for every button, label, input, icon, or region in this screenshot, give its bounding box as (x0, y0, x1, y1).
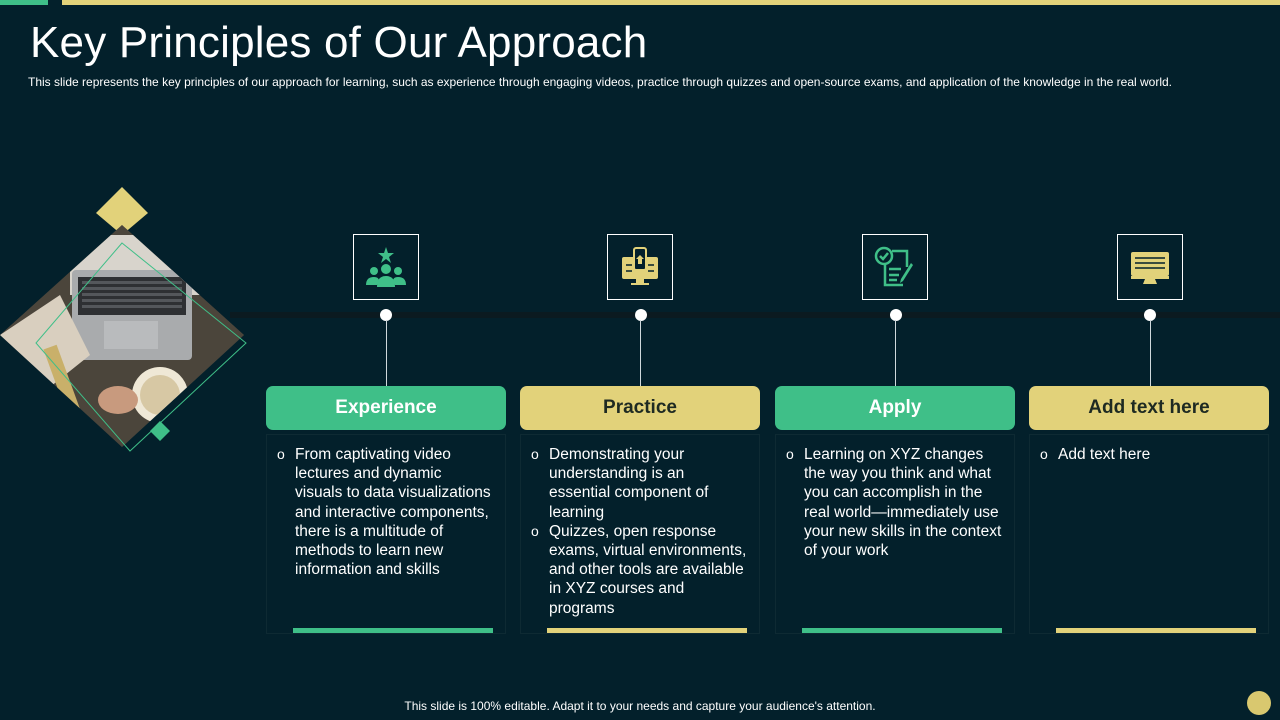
icon-box-apply (862, 234, 928, 300)
icon-box-experience (353, 234, 419, 300)
online-learning-icon (622, 247, 658, 285)
checklist-icon (874, 246, 913, 287)
top-accent-yellow (62, 0, 1280, 5)
icon-box-add-text (1117, 234, 1183, 300)
card-accent-bar (1056, 628, 1256, 633)
bullet-text: Add text here (1058, 446, 1151, 463)
timeline-dot (1144, 309, 1156, 321)
bullet-text: Demonstrating your understanding is an e… (549, 446, 709, 521)
timeline-dot (380, 309, 392, 321)
footer-note: This slide is 100% editable. Adapt it to… (404, 699, 876, 713)
bottom-diamond-accent (150, 421, 170, 441)
card-accent-bar (293, 628, 493, 633)
timeline-dot (890, 309, 902, 321)
timeline-bar (230, 312, 1280, 318)
card-accent-bar (802, 628, 1002, 633)
timeline-dot (635, 309, 647, 321)
card-accent-bar (547, 628, 747, 633)
icon-box-practice (607, 234, 673, 300)
page-title: Key Principles of Our Approach (30, 18, 648, 67)
bullet-text: Learning on XYZ changes the way you thin… (804, 446, 1002, 560)
column-header-apply: Apply (775, 386, 1015, 430)
column-header-practice: Practice (520, 386, 760, 430)
team-icon (366, 247, 406, 287)
bullet-text: Quizzes, open response exams, virtual en… (549, 522, 747, 617)
connector-line (386, 320, 387, 386)
connector-line (1150, 320, 1151, 386)
top-accent-green (0, 0, 48, 5)
column-header-experience: Experience (266, 386, 506, 430)
connector-line (895, 320, 896, 386)
column-header-add-text: Add text here (1029, 386, 1269, 430)
laptop-photo-diamond (0, 187, 247, 452)
connector-line (640, 320, 641, 386)
corner-circle-decoration (1247, 691, 1271, 715)
page-subtitle: This slide represents the key principles… (28, 75, 1173, 89)
top-diamond-accent (96, 187, 148, 235)
monitor-icon (1131, 252, 1169, 284)
bullet-text: From captivating video lectures and dyna… (295, 446, 491, 579)
